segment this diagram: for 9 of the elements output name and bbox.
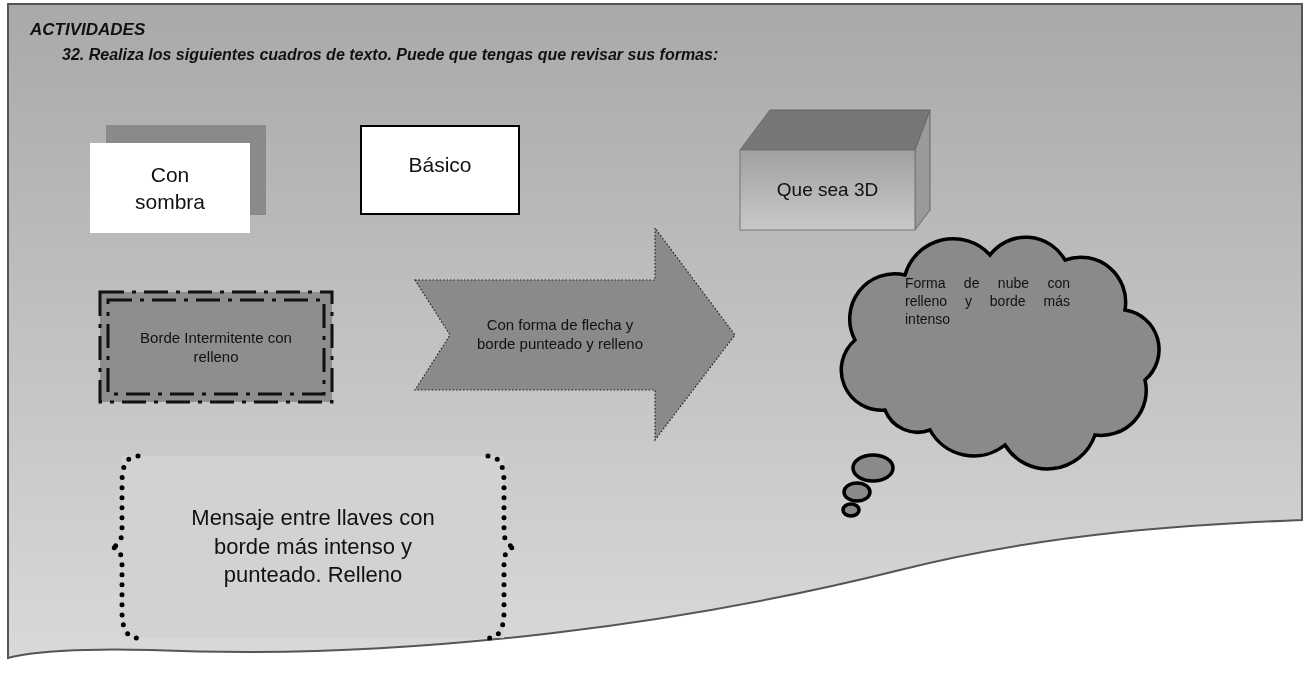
shape-text: Con sombra bbox=[134, 161, 206, 215]
shape-text: Que sea 3D bbox=[776, 177, 879, 202]
instruction-text: 32. Realiza los siguientes cuadros de texto. Puede que tengas que revisar sus formas: bbox=[62, 46, 719, 64]
shape-text: Borde Intermitente con relleno bbox=[139, 327, 293, 367]
shape-text: Con forma de flecha y borde punteado y relleno bbox=[476, 314, 644, 354]
shape-text: Forma de nube con relleno y borde más intenso bbox=[905, 274, 1070, 329]
shape-text: Mensaje entre llaves con borde más intenso y punteado. Relleno bbox=[190, 504, 436, 590]
shape-text: Básico bbox=[408, 152, 472, 179]
section-heading: ACTIVIDADES bbox=[30, 20, 146, 40]
